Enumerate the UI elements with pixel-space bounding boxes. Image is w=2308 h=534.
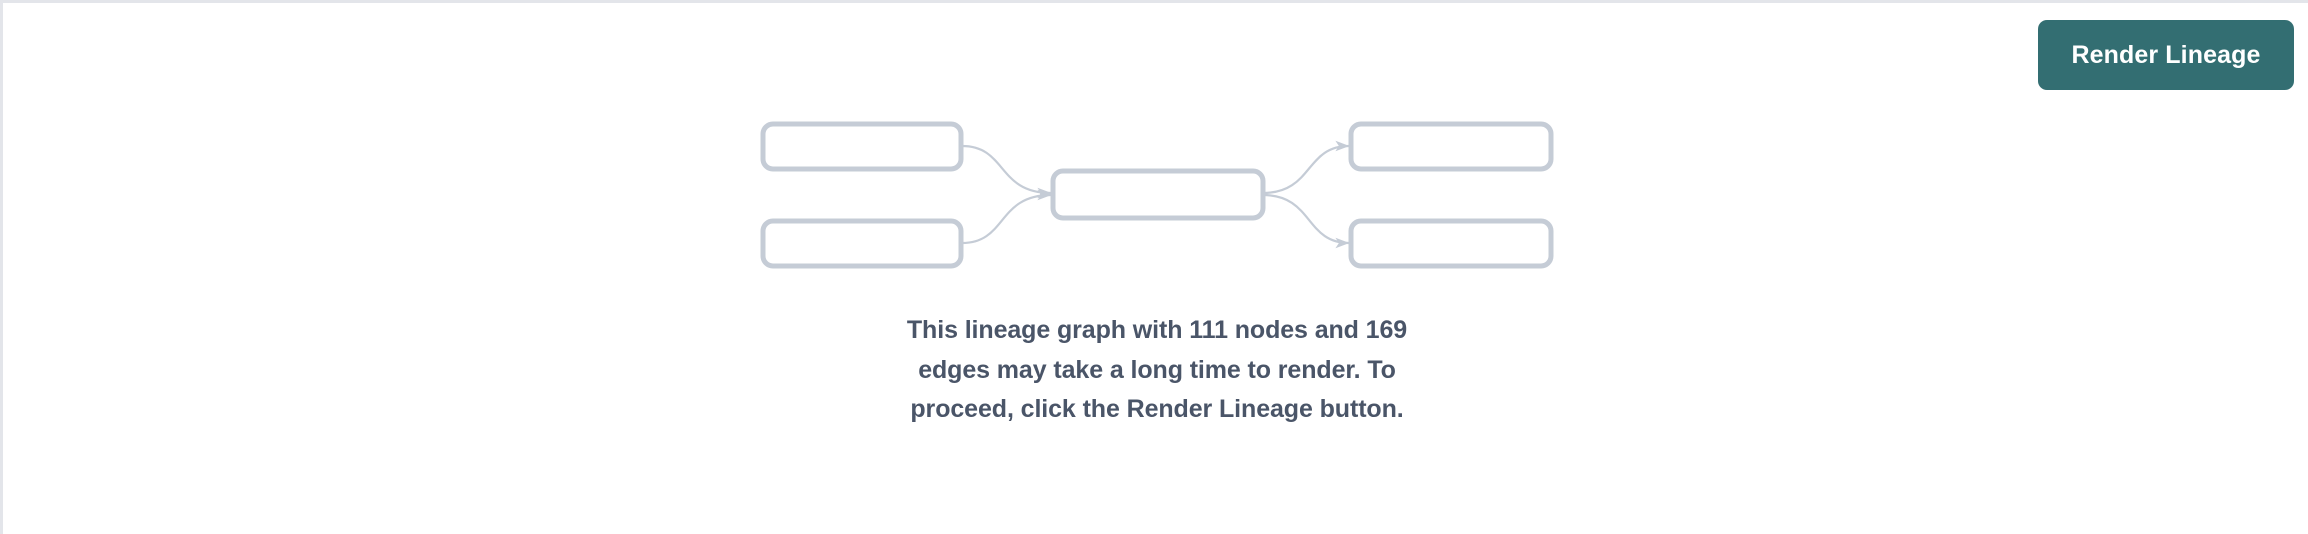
lineage-node-source-1	[760, 121, 964, 172]
edge-center-to-target1	[1262, 140, 1350, 195]
edge-source1-to-center	[961, 144, 1052, 199]
edge-center-to-target2	[1262, 193, 1350, 249]
lineage-placeholder: This lineage graph with 111 nodes and 16…	[3, 3, 2308, 534]
lineage-node-target-1	[1348, 121, 1554, 172]
placeholder-message: This lineage graph with 111 nodes and 16…	[906, 316, 1408, 423]
lineage-node-target-2	[1348, 218, 1554, 269]
lineage-edges	[961, 140, 1350, 249]
lineage-nodes	[760, 121, 1554, 269]
edge-source2-to-center	[961, 189, 1052, 245]
lineage-graph-illustration	[760, 121, 1554, 269]
render-lineage-button[interactable]: Render Lineage	[2038, 20, 2294, 90]
lineage-node-source-2	[760, 218, 964, 269]
lineage-node-center	[1050, 168, 1266, 221]
